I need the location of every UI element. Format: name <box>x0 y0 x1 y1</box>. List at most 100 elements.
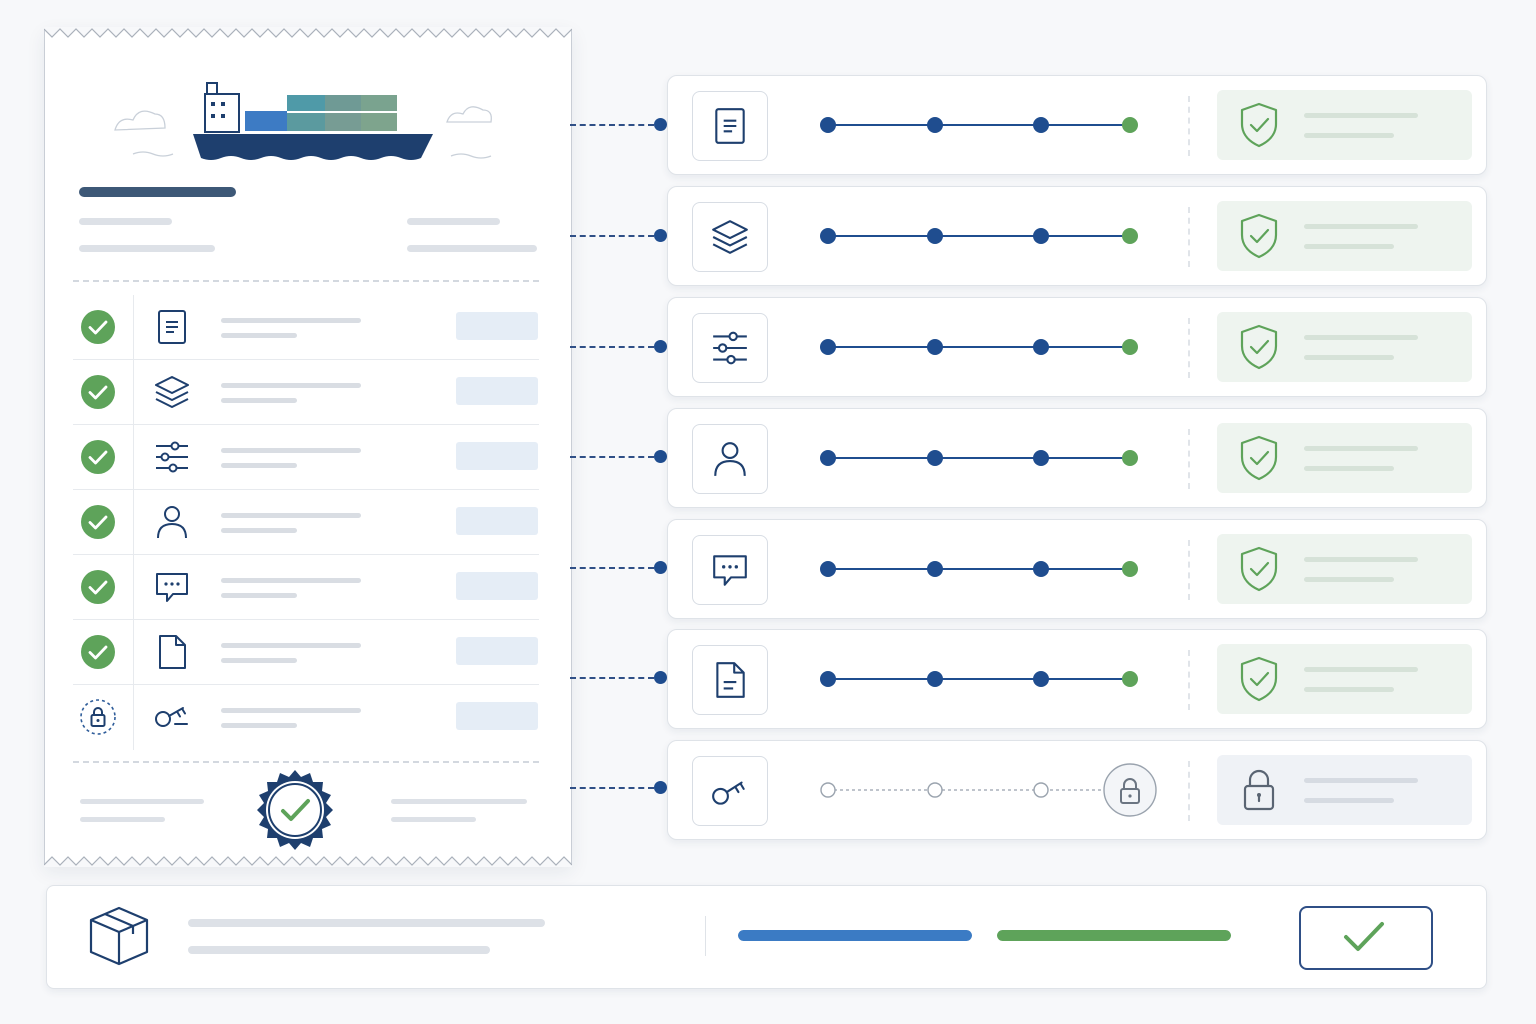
item-value-pill <box>456 377 538 405</box>
pipeline-step-card[interactable] <box>667 629 1487 729</box>
card-divider <box>1188 207 1190 267</box>
item-subtitle-line <box>221 658 297 663</box>
row-divider <box>133 490 134 555</box>
cargo-ship-illustration <box>114 82 492 160</box>
list-item[interactable] <box>73 360 539 425</box>
layers-icon <box>712 220 748 254</box>
item-title-line <box>221 513 361 518</box>
verification-panel <box>1217 644 1472 714</box>
track-node-pending <box>820 782 836 798</box>
verification-panel <box>1217 423 1472 493</box>
track-node-complete <box>820 561 836 577</box>
list-item[interactable] <box>73 425 539 490</box>
track-node-complete <box>820 117 836 133</box>
item-subtitle-line <box>221 723 297 728</box>
item-title-line <box>221 383 361 388</box>
lock-icon <box>1243 769 1275 811</box>
progress-track-locked <box>820 763 1157 817</box>
progress-bar-blue <box>738 930 972 941</box>
pipeline-step-card[interactable] <box>667 297 1487 397</box>
track-node-complete <box>927 561 943 577</box>
pipeline-step-card[interactable] <box>667 75 1487 175</box>
verification-panel <box>1217 90 1472 160</box>
connector-line <box>570 456 654 458</box>
connector-line <box>570 567 654 569</box>
list-item[interactable] <box>73 295 539 360</box>
sliders-icon <box>156 441 188 473</box>
lock-icon <box>1120 778 1140 804</box>
item-value-pill <box>456 702 538 730</box>
shield-check-icon <box>1240 546 1278 592</box>
track-node-complete <box>1033 671 1049 687</box>
pipeline-step-card[interactable] <box>667 186 1487 286</box>
lock-pending-icon <box>80 699 116 735</box>
verification-panel <box>1217 201 1472 271</box>
list-item[interactable] <box>73 555 539 620</box>
summary-subtitle-line <box>188 946 490 954</box>
track-node-complete <box>820 450 836 466</box>
verify-line <box>1304 244 1394 249</box>
progress-track <box>820 561 1138 577</box>
shield-check-icon <box>1240 324 1278 370</box>
step-icon-box <box>692 535 768 605</box>
progress-track <box>820 671 1138 687</box>
shield-check-icon <box>1240 435 1278 481</box>
receipt-footer-line <box>391 799 527 804</box>
list-item[interactable] <box>73 620 539 685</box>
receipt-torn-edge-top <box>44 27 572 38</box>
verification-panel <box>1217 534 1472 604</box>
row-divider <box>133 425 134 490</box>
track-node-complete <box>927 450 943 466</box>
pipeline-step-card-locked[interactable] <box>667 740 1487 840</box>
connector-dot <box>654 450 667 463</box>
check-circle-icon <box>81 635 115 669</box>
track-node-complete <box>927 117 943 133</box>
item-value-pill <box>456 312 538 340</box>
key-icon <box>712 781 745 805</box>
check-circle-icon <box>81 570 115 604</box>
receipt-footer-line <box>391 817 476 822</box>
receipt-divider <box>73 761 539 763</box>
track-node-final <box>1122 561 1138 577</box>
track-node-complete <box>820 671 836 687</box>
receipt-footer-line <box>80 817 165 822</box>
verify-line <box>1304 577 1394 582</box>
step-icon-box <box>692 424 768 494</box>
track-node-complete <box>1033 228 1049 244</box>
progress-fill <box>997 930 1231 941</box>
list-item[interactable] <box>73 685 539 750</box>
connector-dot <box>654 671 667 684</box>
verify-line <box>1304 133 1394 138</box>
card-divider <box>1188 429 1190 489</box>
card-divider <box>1188 540 1190 600</box>
track-node-final <box>1122 671 1138 687</box>
list-item[interactable] <box>73 490 539 555</box>
row-divider <box>133 295 134 360</box>
receipt-divider <box>73 280 539 282</box>
receipt-meta-line <box>79 245 215 252</box>
check-circle-icon <box>81 440 115 474</box>
verified-seal-icon <box>257 770 333 850</box>
document-icon <box>158 310 186 344</box>
step-icon-box <box>692 313 768 383</box>
connector-dot <box>654 229 667 242</box>
shield-check-icon <box>1240 656 1278 702</box>
item-subtitle-line <box>221 528 297 533</box>
file-text-icon <box>716 662 745 698</box>
verify-line <box>1304 224 1418 229</box>
pipeline-step-card[interactable] <box>667 519 1487 619</box>
item-title-line <box>221 318 361 323</box>
item-title-line <box>221 708 361 713</box>
verify-line <box>1304 667 1418 672</box>
pipeline-step-card[interactable] <box>667 408 1487 508</box>
step-icon-box <box>692 91 768 161</box>
confirm-button[interactable] <box>1299 906 1433 970</box>
track-node-pending <box>927 782 943 798</box>
receipt-meta-line <box>407 245 537 252</box>
package-icon <box>89 906 149 966</box>
check-circle-icon <box>81 375 115 409</box>
check-circle-icon <box>81 505 115 539</box>
chat-icon <box>713 555 747 586</box>
document-icon <box>715 108 745 144</box>
item-subtitle-line <box>221 463 297 468</box>
